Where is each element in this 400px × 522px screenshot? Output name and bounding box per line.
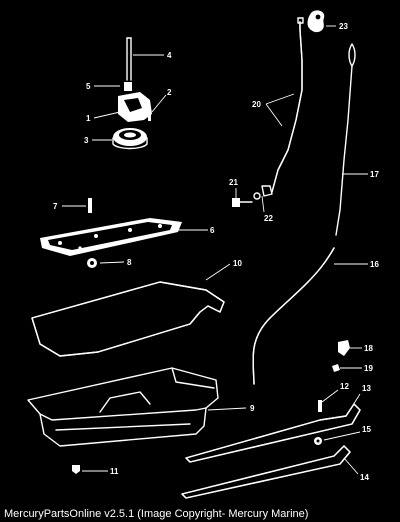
pan-seal-lower bbox=[181, 445, 351, 499]
dipstick-handle bbox=[307, 10, 325, 33]
callout-2: 2 bbox=[167, 88, 172, 97]
baffle-stud bbox=[88, 198, 92, 213]
callout-7: 7 bbox=[53, 202, 58, 211]
copyright-caption: MercuryPartsOnline v2.5.1 (Image Copyrig… bbox=[4, 508, 309, 520]
pump-screen bbox=[112, 128, 148, 150]
exploded-parts-diagram: 1 2 3 4 5 6 7 8 9 10 11 12 13 14 15 16 1… bbox=[27, 10, 379, 499]
callout-9: 9 bbox=[250, 404, 255, 413]
callout-6: 6 bbox=[210, 226, 215, 235]
windage-tray bbox=[40, 218, 182, 256]
clip-nut bbox=[332, 364, 340, 372]
drain-plug bbox=[72, 465, 80, 474]
callout-3: 3 bbox=[84, 136, 89, 145]
bracket-bolt bbox=[232, 198, 253, 207]
pump-shaft bbox=[126, 37, 132, 81]
callout-22: 22 bbox=[264, 214, 273, 223]
callout-12: 12 bbox=[340, 382, 349, 391]
lower-dipstick-tube bbox=[252, 247, 335, 385]
tray-nut bbox=[87, 258, 97, 268]
pump-stud bbox=[148, 113, 151, 121]
callout-labels: 1 2 3 4 5 6 7 8 9 10 11 12 13 14 15 16 1… bbox=[53, 22, 379, 482]
callout-15: 15 bbox=[362, 425, 371, 434]
callout-21: 21 bbox=[229, 178, 238, 187]
callout-23: 23 bbox=[339, 22, 348, 31]
callout-5: 5 bbox=[86, 82, 91, 91]
callout-17: 17 bbox=[370, 170, 379, 179]
seal-washer bbox=[314, 437, 322, 445]
dipstick-rod bbox=[335, 43, 356, 236]
callout-11: 11 bbox=[110, 467, 119, 476]
callout-14: 14 bbox=[360, 473, 369, 482]
shaft-sleeve bbox=[124, 82, 132, 91]
tube-clip bbox=[338, 340, 350, 356]
callout-1: 1 bbox=[86, 114, 91, 123]
oil-pan bbox=[27, 367, 219, 447]
oil-pan-gasket bbox=[31, 281, 225, 357]
seal-stud bbox=[318, 400, 322, 412]
callout-4: 4 bbox=[167, 51, 172, 60]
callout-18: 18 bbox=[364, 344, 373, 353]
leader-lines bbox=[62, 25, 368, 475]
tube-bracket bbox=[253, 185, 273, 200]
pan-seal-upper bbox=[185, 403, 361, 463]
dipstick-tube bbox=[271, 17, 304, 193]
callout-10: 10 bbox=[233, 259, 242, 268]
callout-19: 19 bbox=[364, 364, 373, 373]
oil-pump-body bbox=[118, 92, 152, 122]
callout-13: 13 bbox=[362, 384, 371, 393]
callout-20: 20 bbox=[252, 100, 261, 109]
callout-16: 16 bbox=[370, 260, 379, 269]
callout-8: 8 bbox=[127, 258, 132, 267]
